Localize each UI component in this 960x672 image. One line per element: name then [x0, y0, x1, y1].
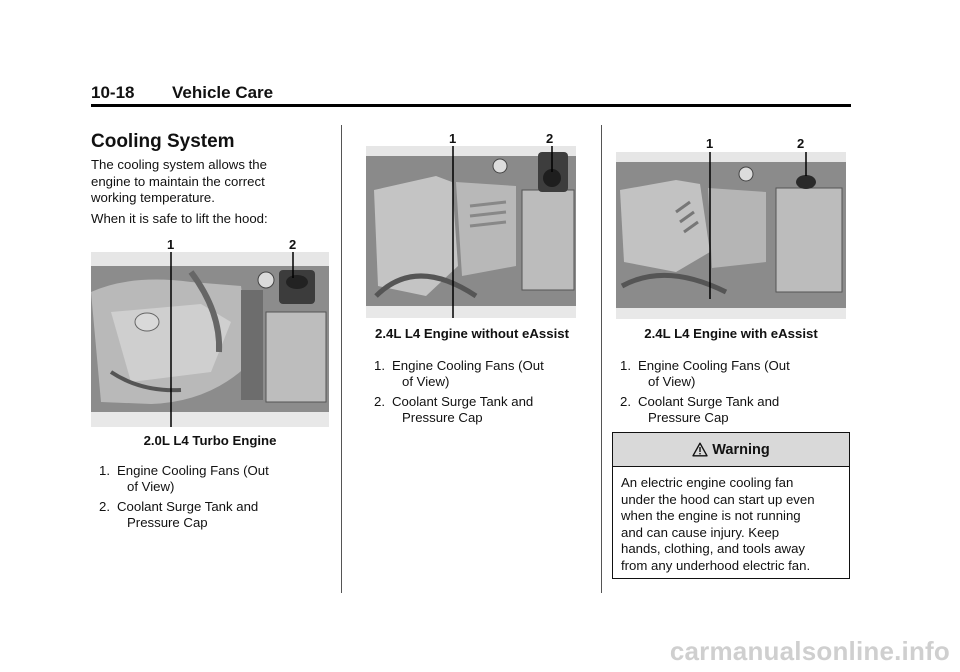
list-text-cont: of View)	[402, 374, 450, 389]
list-text-cont: Pressure Cap	[402, 410, 483, 425]
figure-1-caption: 2.0L L4 Turbo Engine	[143, 433, 277, 448]
warning-line: from any underhood electric fan.	[621, 557, 811, 573]
figure-2-callout-1: 1	[449, 131, 457, 146]
list-number: 2.	[99, 499, 110, 514]
figure-3-legend: 1. Engine Cooling Fans (Out of View) 2. …	[612, 358, 850, 430]
figure-3-callout-1: 1	[706, 136, 714, 151]
list-text: Coolant Surge Tank and	[392, 394, 534, 409]
list-number: 1.	[99, 463, 110, 478]
list-item: 2. Coolant Surge Tank and Pressure Cap	[91, 499, 331, 531]
list-text: Coolant Surge Tank and	[638, 394, 780, 409]
warning-header: Warning	[613, 433, 849, 467]
list-text-cont: of View)	[648, 374, 696, 389]
list-number: 1.	[374, 358, 385, 373]
figure-3-callout-2: 2	[797, 136, 805, 151]
engine-photo-with-eassist	[616, 152, 846, 319]
hood-instruction: When it is safe to lift the hood:	[91, 211, 268, 226]
list-text: Engine Cooling Fans (Out	[638, 358, 790, 373]
list-item: 1. Engine Cooling Fans (Out of View)	[91, 463, 331, 495]
column-divider-1	[341, 125, 342, 593]
figure-1-callout-1: 1	[167, 237, 175, 252]
figure-1-callout-2: 2	[289, 237, 297, 252]
chapter-title: Vehicle Care	[172, 83, 274, 102]
warning-line: hands, clothing, and tools away	[621, 541, 806, 556]
intro-line: The cooling system allows the	[91, 157, 267, 172]
list-text-cont: Pressure Cap	[127, 515, 208, 530]
warning-title: Warning	[712, 441, 770, 458]
warning-line: An electric engine cooling fan	[621, 475, 794, 490]
intro-line: working temperature.	[91, 190, 215, 205]
list-number: 1.	[620, 358, 631, 373]
warning-text: An electric engine cooling fan under the…	[613, 467, 849, 574]
list-text: Engine Cooling Fans (Out	[392, 358, 544, 373]
section-title: Cooling System	[91, 131, 235, 152]
warning-line: when the engine is not running	[621, 508, 801, 523]
watermark: carmanualsonline.info	[669, 636, 950, 666]
intro-paragraph: The cooling system allows the engine to …	[91, 157, 331, 207]
figure-3-caption: 2.4L L4 Engine with eAssist	[644, 326, 818, 341]
figure-2-legend: 1. Engine Cooling Fans (Out of View) 2. …	[366, 358, 592, 430]
list-item: 2. Coolant Surge Tank and Pressure Cap	[366, 394, 592, 426]
header-rule	[91, 104, 851, 107]
list-text: Engine Cooling Fans (Out	[117, 463, 269, 478]
engine-photo-no-eassist	[366, 146, 576, 318]
list-number: 2.	[620, 394, 631, 409]
engine-photo-turbo	[91, 252, 329, 427]
list-item: 1. Engine Cooling Fans (Out of View)	[366, 358, 592, 390]
figure-2-caption: 2.4L L4 Engine without eAssist	[375, 326, 569, 341]
page-number: 10-18	[91, 83, 135, 102]
warning-line: under the hood can start up even	[621, 491, 815, 507]
intro-line: engine to maintain the correct	[91, 173, 265, 189]
list-text-cont: Pressure Cap	[648, 410, 729, 425]
figure-1-legend: 1. Engine Cooling Fans (Out of View) 2. …	[91, 463, 331, 535]
warning-triangle-icon	[692, 442, 708, 457]
warning-box: Warning An electric engine cooling fan u…	[612, 432, 850, 579]
list-number: 2.	[374, 394, 385, 409]
list-text-cont: of View)	[127, 479, 175, 494]
column-divider-2	[601, 125, 602, 593]
list-item: 2. Coolant Surge Tank and Pressure Cap	[612, 394, 850, 426]
figure-2-callout-2: 2	[546, 131, 554, 146]
list-item: 1. Engine Cooling Fans (Out of View)	[612, 358, 850, 390]
list-text: Coolant Surge Tank and	[117, 499, 259, 514]
warning-line: and can cause injury. Keep	[621, 524, 780, 540]
